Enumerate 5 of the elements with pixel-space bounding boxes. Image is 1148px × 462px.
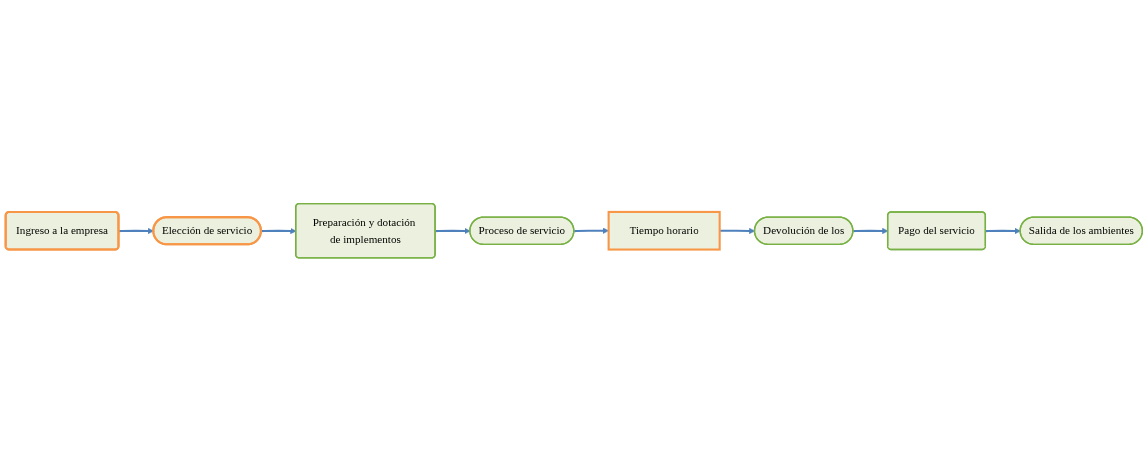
arrow	[985, 228, 1021, 235]
arrow	[435, 228, 471, 235]
arrow	[118, 228, 154, 235]
arrow	[574, 227, 609, 235]
node-box: Tiempo horario	[607, 211, 721, 251]
